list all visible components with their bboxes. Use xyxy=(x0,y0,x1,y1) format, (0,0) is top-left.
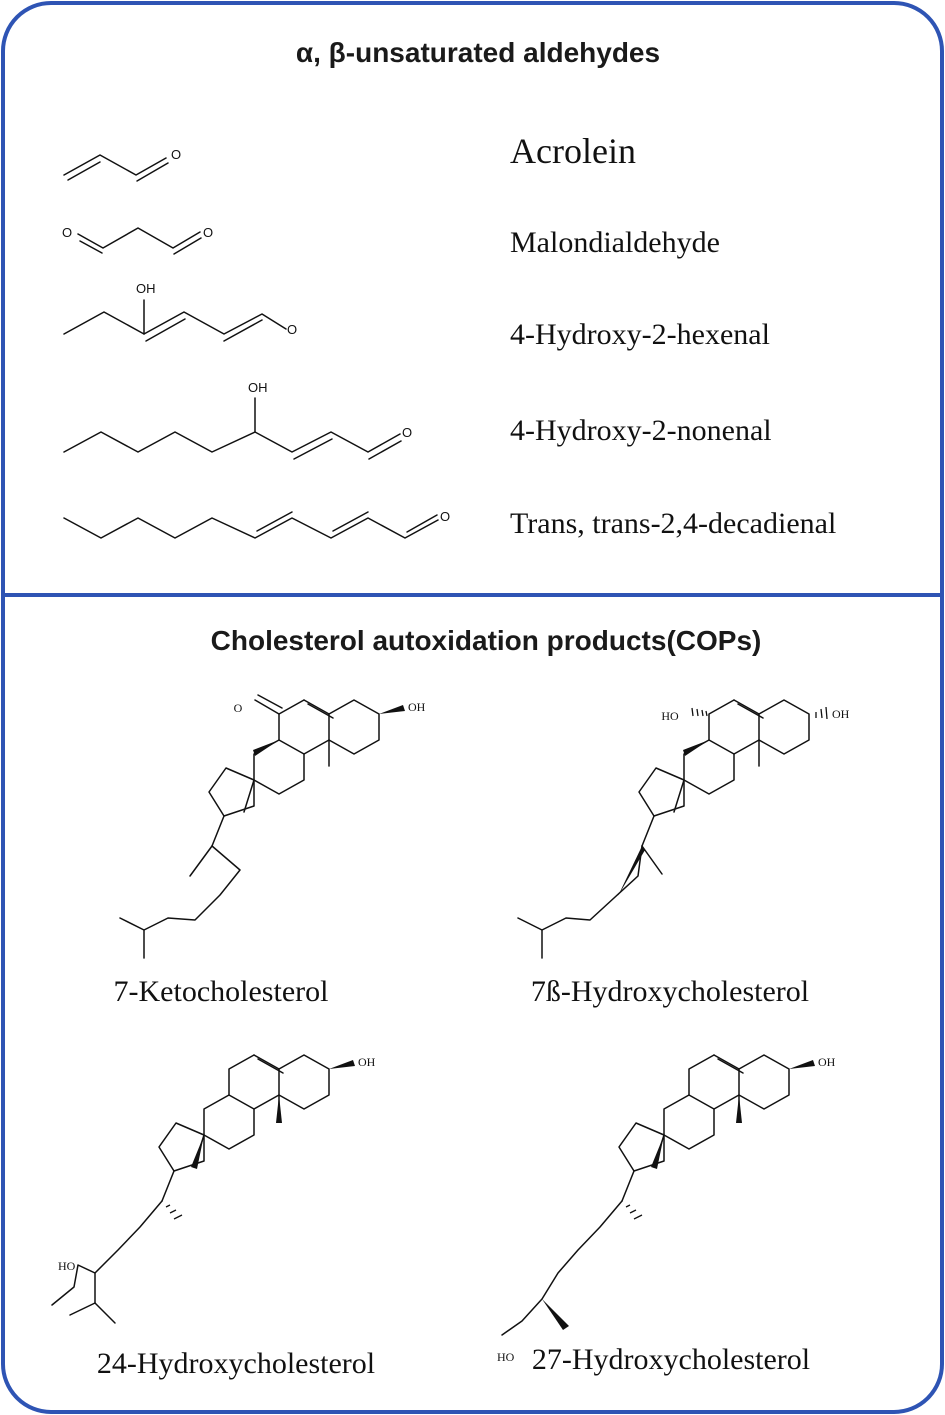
structure-24-hydroxycholesterol: OH HO xyxy=(51,1054,376,1324)
atom-label: O xyxy=(203,225,213,240)
atom-label: HO xyxy=(661,709,679,723)
section-title-cops: Cholesterol autoxidation products(COPs) xyxy=(211,625,762,656)
compound-name-27-hydroxycholesterol: 27-Hydroxycholesterol xyxy=(532,1343,810,1376)
atom-label: O xyxy=(234,701,243,715)
atom-label: O xyxy=(287,322,297,337)
atom-label: HO xyxy=(58,1259,76,1273)
atom-label: OH xyxy=(358,1055,376,1069)
structure-7b-hydroxycholesterol: HO OH xyxy=(517,699,850,959)
structure-4-hydroxy-2-hexenal: OH O xyxy=(63,281,297,342)
atom-label: O xyxy=(62,225,72,240)
section-title-aldehydes: α, β-unsaturated aldehydes xyxy=(296,37,660,68)
compound-name-24-hydroxycholesterol: 24-Hydroxycholesterol xyxy=(97,1347,375,1380)
atom-label: OH xyxy=(136,281,156,296)
structure-decadienal: O xyxy=(63,509,450,539)
atom-label: OH xyxy=(818,1055,836,1069)
compound-name-malondialdehyde: Malondialdehyde xyxy=(510,226,720,259)
atom-label: OH xyxy=(408,700,426,714)
structure-4-hydroxy-2-nonenal: OH O xyxy=(63,380,412,460)
atom-label: OH xyxy=(248,380,268,395)
compound-name-4-hydroxy-2-hexenal: 4-Hydroxy-2-hexenal xyxy=(510,318,770,351)
atom-label: O xyxy=(440,509,450,524)
structure-acrolein: O xyxy=(63,147,181,182)
atom-label: HO xyxy=(497,1350,515,1364)
compound-name-7-ketocholesterol: 7-Ketocholesterol xyxy=(114,975,329,1008)
compound-name-decadienal: Trans, trans-2,4-decadienal xyxy=(510,507,836,540)
structure-malondialdehyde: O O xyxy=(62,225,213,255)
compound-name-7b-hydroxycholesterol: 7ß-Hydroxycholesterol xyxy=(531,975,809,1008)
atom-label: O xyxy=(171,147,181,162)
compound-name-acrolein: Acrolein xyxy=(510,131,636,171)
atom-label: OH xyxy=(832,707,850,721)
structure-27-hydroxycholesterol: OH HO xyxy=(497,1054,836,1364)
atom-label: O xyxy=(402,425,412,440)
compound-name-4-hydroxy-2-nonenal: 4-Hydroxy-2-nonenal xyxy=(510,414,772,447)
structure-7-ketocholesterol: O OH xyxy=(119,694,426,959)
